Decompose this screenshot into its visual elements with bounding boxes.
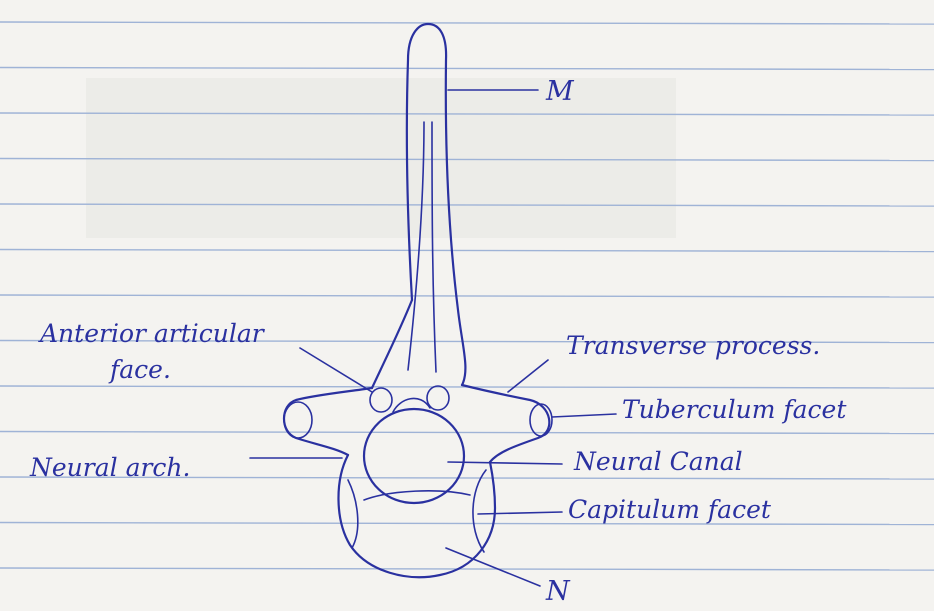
leader-anterior xyxy=(300,348,372,392)
neural-canal xyxy=(364,409,464,503)
label-anterior-line2: face. xyxy=(108,355,171,384)
leader-neural-canal xyxy=(448,462,562,464)
right-transverse-process xyxy=(462,385,549,462)
label-neural-arch: Neural arch. xyxy=(29,453,190,482)
label-m: M xyxy=(545,76,575,107)
label-transverse-process: Transverse process. xyxy=(566,331,820,360)
neural-spine xyxy=(407,24,466,385)
arch-left-edge xyxy=(372,300,412,388)
leader-capitulum xyxy=(478,512,562,514)
label-anterior-line1: Anterior articular xyxy=(38,319,266,348)
capitulum-facet-arc xyxy=(473,470,486,552)
centrum-left-facet xyxy=(348,480,358,548)
label-tuberculum-facet: Tuberculum facet xyxy=(622,395,847,424)
label-n: N xyxy=(545,576,571,607)
right-anterior-articular-face xyxy=(427,386,449,410)
spine-inner-line-right xyxy=(432,122,436,372)
centrum-top-line xyxy=(364,491,470,500)
label-neural-canal: Neural Canal xyxy=(573,447,743,476)
left-transverse-process xyxy=(284,388,372,455)
label-capitulum-facet: Capitulum facet xyxy=(568,495,772,524)
leader-tuberculum xyxy=(552,414,616,417)
left-tuberculum-facet xyxy=(284,402,312,438)
leader-transverse xyxy=(508,360,548,392)
left-anterior-articular-face xyxy=(370,388,392,412)
